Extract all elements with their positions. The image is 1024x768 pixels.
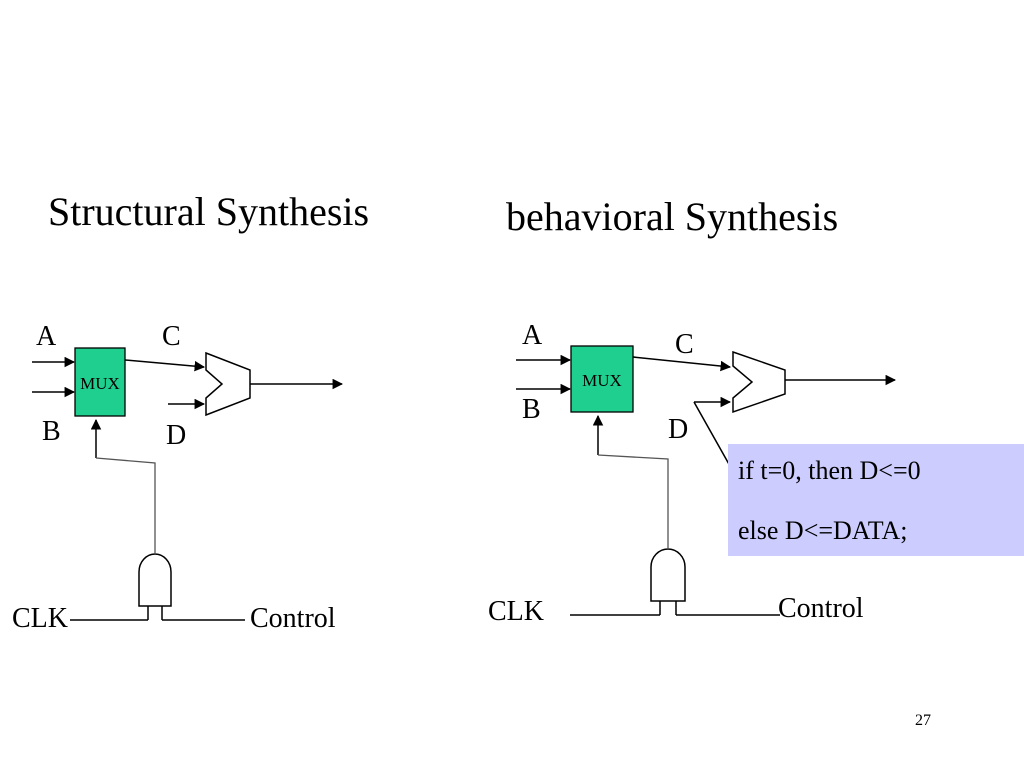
structural-mux-box [74,347,126,417]
structural-control-label: Control [250,603,336,634]
code-line-2: else D<=DATA; [738,516,908,545]
code-callout-box: if t=0, then D<=0 else D<=DATA; [728,444,1024,556]
behavioral-alu-shape [732,350,786,414]
structural-label-b: B [42,416,61,447]
code-line-1: if t=0, then D<=0 [738,456,921,485]
page-number: 27 [915,712,931,729]
structural-c-wire [124,359,206,372]
structural-diagram: A B C D MUX CLK Control [12,321,344,634]
behavioral-callout-line [693,401,731,467]
behavioral-label-b: B [522,394,541,425]
behavioral-c-wire [632,356,732,372]
structural-and-gate [138,553,172,607]
structural-label-a: A [36,321,57,352]
behavioral-control-wire [597,454,669,535]
structural-mux-label: MUX [80,374,120,393]
structural-alu-shape [205,351,251,417]
behavioral-label-c: C [675,329,694,360]
structural-clk-label: CLK [12,603,68,634]
behavioral-mux-label: MUX [582,371,622,390]
behavioral-label-a: A [522,320,543,351]
structural-label-c: C [162,321,181,352]
behavioral-clk-label: CLK [488,596,544,627]
behavioral-and-gate [650,548,686,602]
behavioral-label-d: D [668,414,688,445]
right-title: behavioral Synthesis [506,194,838,239]
behavioral-mux-box [570,345,634,413]
behavioral-control-label: Control [778,593,864,624]
behavioral-diagram: A B C D MUX CLK Control [488,320,897,627]
structural-label-d: D [166,420,186,451]
left-title: Structural Synthesis [48,189,369,234]
structural-control-wire [95,457,156,540]
